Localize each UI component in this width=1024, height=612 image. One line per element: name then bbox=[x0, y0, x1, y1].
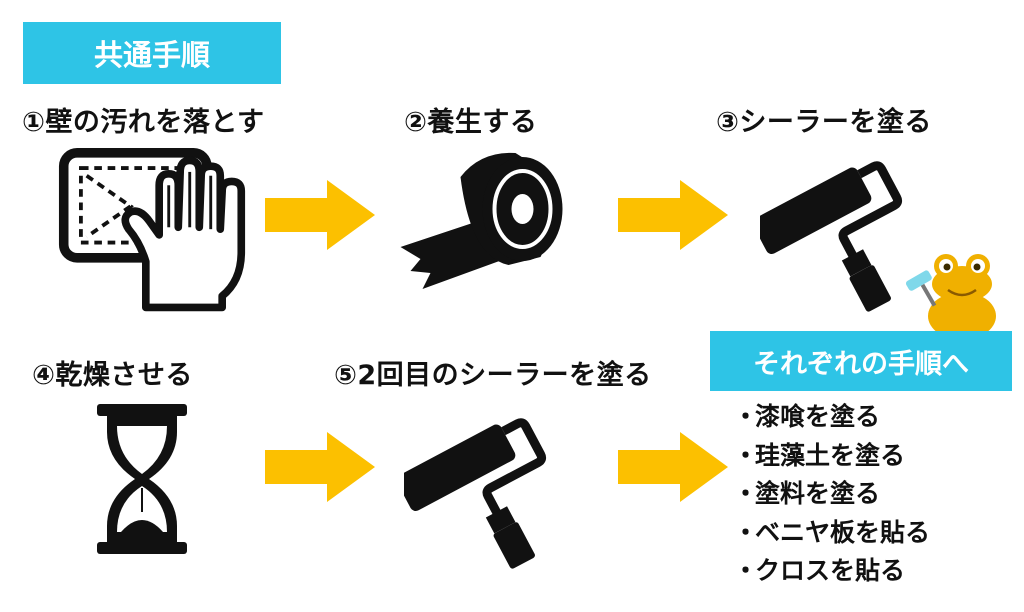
step-4-label: ④乾燥させる bbox=[32, 360, 193, 391]
next-steps-banner: それぞれの手順へ bbox=[710, 331, 1012, 391]
masking-tape-icon bbox=[400, 152, 563, 289]
list-item: ・ベニヤ板を貼る bbox=[733, 514, 930, 553]
common-steps-banner: 共通手順 bbox=[23, 22, 281, 84]
list-item: ・クロスを貼る bbox=[733, 552, 930, 591]
bullet: ・ bbox=[733, 479, 759, 508]
list-item-label: 漆喰を塗る bbox=[755, 402, 881, 431]
step-2-label: ②養生する bbox=[404, 107, 538, 138]
list-item-label: クロスを貼る bbox=[755, 556, 906, 585]
arrow-right-icon bbox=[618, 180, 728, 250]
arrow-right-icon bbox=[265, 180, 375, 250]
list-item: ・珪藻土を塗る bbox=[733, 437, 930, 476]
next-steps-banner-text: それぞれの手順へ bbox=[753, 348, 969, 380]
list-item-label: 塗料を塗る bbox=[755, 479, 881, 508]
wipe-wall-hand-icon bbox=[58, 148, 246, 312]
list-item-label: ベニヤ板を貼る bbox=[755, 517, 931, 547]
bullet: ・ bbox=[733, 556, 759, 585]
bullet: ・ bbox=[733, 402, 759, 431]
list-item: ・漆喰を塗る bbox=[733, 398, 930, 437]
hourglass-icon bbox=[97, 404, 187, 554]
step-1-label: ①壁の汚れを落とす bbox=[22, 107, 265, 138]
frog-mascot-icon bbox=[905, 254, 996, 334]
step-3-label: ③シーラーを塗る bbox=[716, 107, 932, 138]
paint-roller-icon bbox=[760, 161, 903, 312]
list-item: ・塗料を塗る bbox=[733, 475, 930, 514]
list-item-label: 珪藻土を塗る bbox=[755, 440, 906, 470]
common-steps-banner-text: 共通手順 bbox=[93, 38, 210, 72]
paint-roller-icon bbox=[404, 418, 547, 569]
next-steps-list: ・漆喰を塗る ・珪藻土を塗る ・塗料を塗る ・ベニヤ板を貼る ・クロスを貼る bbox=[733, 398, 930, 591]
bullet: ・ bbox=[733, 517, 759, 547]
arrow-right-icon bbox=[618, 432, 728, 502]
arrow-right-icon bbox=[265, 432, 375, 502]
step-5-label: ⑤2回目のシーラーを塗る bbox=[334, 360, 652, 391]
bullet: ・ bbox=[733, 440, 759, 470]
